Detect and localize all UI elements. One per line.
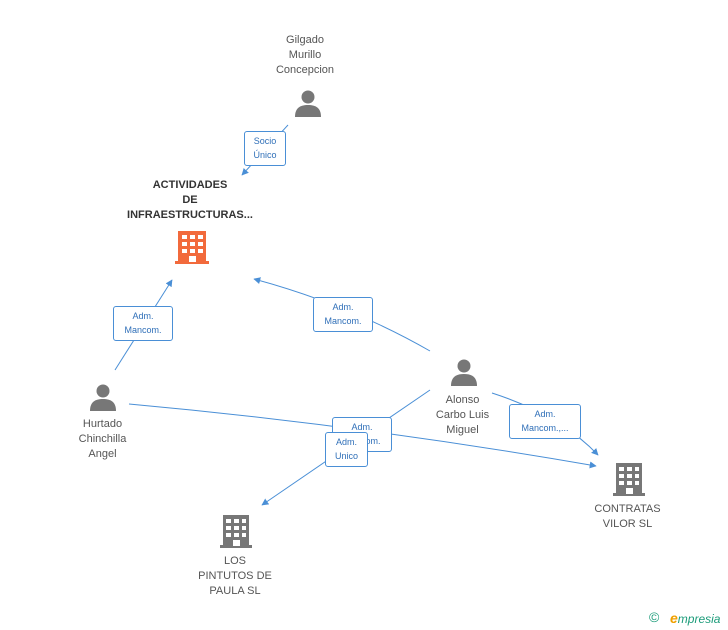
person-icon[interactable] [293, 88, 323, 118]
company-main-icon[interactable] [175, 229, 209, 265]
node-label-contratas: CONTRATAS VILOR SL [594, 503, 661, 530]
node-label-pintutos: LOS PINTUTOS DE PAULA SL [198, 555, 272, 597]
node-label-actividades: ACTIVIDADES DE INFRAESTRUCTURAS... [127, 179, 253, 221]
edge-label-alonso-pintutos[interactable]: Adm. Unico [325, 432, 368, 467]
copyright-symbol: © [649, 609, 660, 625]
brand-logo-text: mpresia [677, 612, 721, 626]
person-icon[interactable] [88, 382, 118, 412]
edge-label-socio-unico[interactable]: Socio Único [244, 131, 286, 166]
edge-label-alonso-actividades[interactable]: Adm. Mancom. [313, 297, 373, 332]
edge-label-alonso-contratas[interactable]: Adm. Mancom.,... [509, 404, 581, 439]
node-label-hurtado: Hurtado Chinchilla Angel [78, 418, 127, 460]
brand-logo[interactable]: empresia [670, 610, 720, 626]
edge-label-hurtado-actividades[interactable]: Adm. Mancom. [113, 306, 173, 341]
company-icon[interactable] [220, 513, 252, 549]
brand-logo-initial: e [670, 610, 678, 626]
person-icon[interactable] [449, 357, 479, 387]
node-label-alonso: Alonso Carbo Luis Miguel [435, 394, 490, 436]
company-icon[interactable] [613, 461, 645, 497]
node-label-gilgado: Gilgado Murillo Concepcion [275, 34, 335, 76]
